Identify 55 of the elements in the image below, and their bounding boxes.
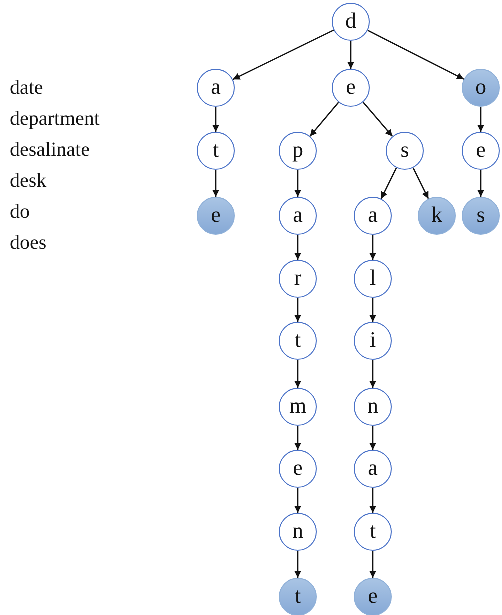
arrow [294, 488, 302, 513]
arrow [294, 235, 302, 260]
letter-node-circle: t [354, 513, 392, 551]
letter-node-circle: p [279, 132, 317, 170]
arrow [368, 30, 464, 80]
letter-node-circle: a [279, 197, 317, 235]
arrow [478, 170, 484, 197]
terminal-node-circle: t [279, 578, 317, 615]
letter-node-circle: e [332, 69, 370, 107]
arrow [370, 235, 376, 260]
arrow [212, 170, 220, 197]
terminal-node-circle: s [462, 197, 500, 235]
letter-node-circle: n [354, 388, 392, 426]
letter-node-circle: e [279, 450, 317, 488]
terminal-node-circle: e [197, 197, 235, 235]
arrow [294, 170, 302, 197]
arrow [212, 107, 220, 132]
arrow [370, 360, 376, 388]
letter-node-circle: a [197, 69, 235, 107]
letter-node-circle: l [354, 260, 392, 298]
arrow [370, 426, 376, 450]
letter-node-circle: d [332, 3, 370, 41]
letter-node-circle: e [462, 132, 500, 170]
terminal-node-circle: e [354, 578, 392, 615]
letter-node-circle: s [386, 132, 424, 170]
arrow [370, 551, 376, 578]
arrow [294, 551, 302, 578]
letter-node-circle: n [279, 513, 317, 551]
word-label: desk [10, 171, 47, 191]
arrow [294, 298, 302, 322]
arrow [232, 30, 334, 80]
letter-node-circle: r [279, 260, 317, 298]
word-label: does [10, 233, 47, 253]
arrow [370, 488, 376, 513]
word-label: department [10, 109, 100, 129]
arrow [412, 168, 430, 200]
word-label: desalinate [10, 140, 90, 160]
letter-node-circle: i [354, 322, 392, 360]
arrow [348, 41, 354, 69]
arrow [294, 426, 302, 450]
arrow [362, 102, 394, 137]
terminal-node-circle: o [462, 69, 500, 107]
letter-node-circle: m [279, 388, 317, 426]
arrow [310, 102, 340, 137]
arrow [370, 298, 376, 322]
letter-node-circle: t [197, 132, 235, 170]
arrow [478, 107, 484, 132]
arrow [380, 168, 398, 200]
arrow [294, 360, 302, 388]
letter-node-circle: t [279, 322, 317, 360]
letter-node-circle: a [354, 450, 392, 488]
terminal-node-circle: k [418, 197, 456, 235]
letter-node-circle: a [354, 197, 392, 235]
word-label: date [10, 78, 44, 98]
word-label: do [10, 202, 30, 222]
